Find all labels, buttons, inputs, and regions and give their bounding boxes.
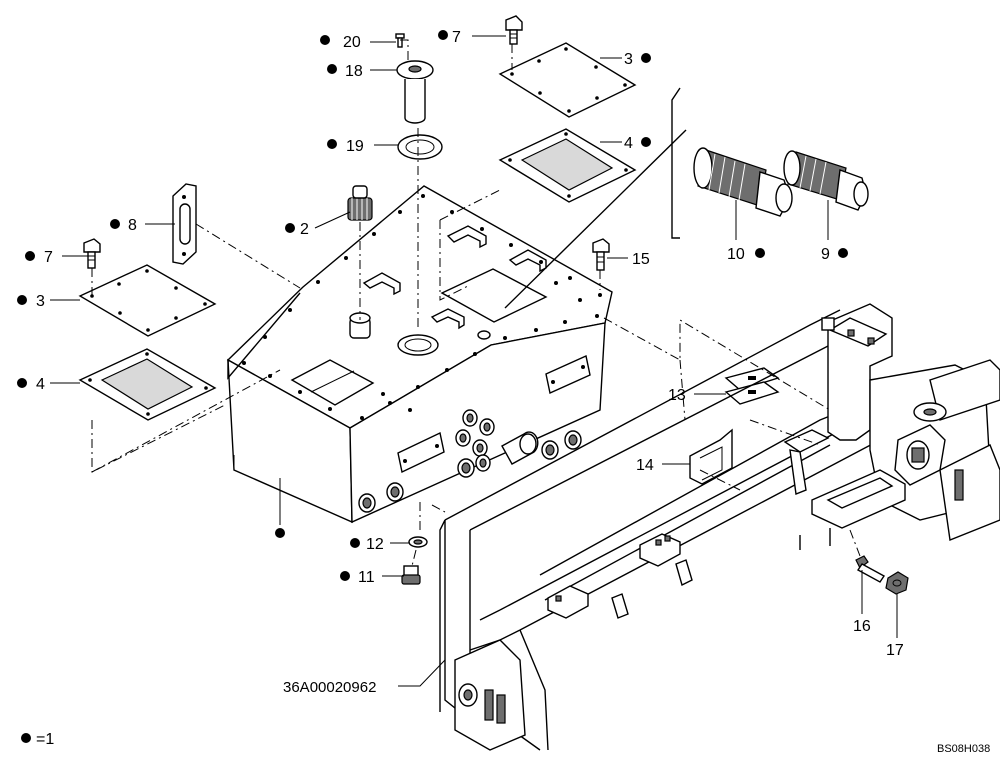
cover-plate-top xyxy=(498,42,637,118)
hydraulic-tank xyxy=(226,185,613,524)
callout-16: 16 xyxy=(853,618,871,635)
filter-element-9 xyxy=(783,150,869,211)
callout-17: 17 xyxy=(886,642,904,659)
level-gauge-8 xyxy=(172,183,197,265)
quantity-dot xyxy=(438,30,448,40)
callout-10: 10 xyxy=(727,246,745,263)
quantity-dot xyxy=(327,64,337,74)
bolt-7-top xyxy=(505,15,523,45)
callout-19: 19 xyxy=(346,138,364,155)
quantity-dot xyxy=(17,378,27,388)
callout-3-left: 3 xyxy=(36,293,45,310)
callout-11: 11 xyxy=(358,569,375,586)
callout-18: 18 xyxy=(345,63,363,80)
ring-gasket-19 xyxy=(397,134,443,160)
callout-7-left: 7 xyxy=(44,249,53,266)
drawing-code: BS08H038 xyxy=(937,743,990,755)
quantity-dot xyxy=(320,35,330,45)
screw-20 xyxy=(395,33,405,48)
bolt-16 xyxy=(855,555,886,583)
o-ring-12 xyxy=(408,536,428,548)
machine-frame xyxy=(439,303,1000,751)
callout-3-top: 3 xyxy=(624,51,633,68)
cover-plate-left xyxy=(78,264,217,337)
callout-15: 15 xyxy=(632,251,650,268)
nut-17 xyxy=(885,571,909,595)
filter-element-10 xyxy=(693,147,793,217)
bracket-14 xyxy=(689,428,733,485)
callout-2: 2 xyxy=(300,221,309,238)
callout-4-left: 4 xyxy=(36,376,45,393)
filler-pipe-18 xyxy=(396,60,434,124)
part-number-label: 36A00020962 xyxy=(283,679,376,696)
quantity-dot xyxy=(340,571,350,581)
callout-12: 12 xyxy=(366,536,384,553)
gasket-top xyxy=(498,128,637,203)
assembly-lines xyxy=(91,39,861,567)
quantity-dot xyxy=(17,295,27,305)
quantity-dot xyxy=(25,251,35,261)
gasket-left xyxy=(78,348,217,421)
quantity-dot xyxy=(110,219,120,229)
quantity-dot xyxy=(285,223,295,233)
quantity-dot xyxy=(838,248,848,258)
quantity-dot-tank xyxy=(275,528,285,538)
callout-9: 9 xyxy=(821,246,830,263)
breather-cap-2 xyxy=(347,185,373,221)
bolt-7-left xyxy=(83,238,101,269)
callout-20: 20 xyxy=(343,34,361,51)
callout-14: 14 xyxy=(636,457,654,474)
leader-lines xyxy=(50,35,898,687)
quantity-dot xyxy=(755,248,765,258)
quantity-dot xyxy=(350,538,360,548)
quantity-dot xyxy=(641,53,651,63)
clip-13 xyxy=(724,367,780,405)
callout-13: 13 xyxy=(668,387,686,404)
callout-4-top: 4 xyxy=(624,135,633,152)
legend-text: =1 xyxy=(36,731,54,748)
quantity-dot xyxy=(641,137,651,147)
quantity-dot xyxy=(327,139,337,149)
legend-dot xyxy=(21,733,31,743)
callout-7-top: 7 xyxy=(452,29,461,46)
drain-plug-11 xyxy=(401,565,421,585)
callout-labels: 20 7 18 19 2 8 7 3 4 3 4 10 9 15 13 14 1… xyxy=(17,29,990,755)
callout-8: 8 xyxy=(128,217,137,234)
bolt-15 xyxy=(592,238,610,271)
